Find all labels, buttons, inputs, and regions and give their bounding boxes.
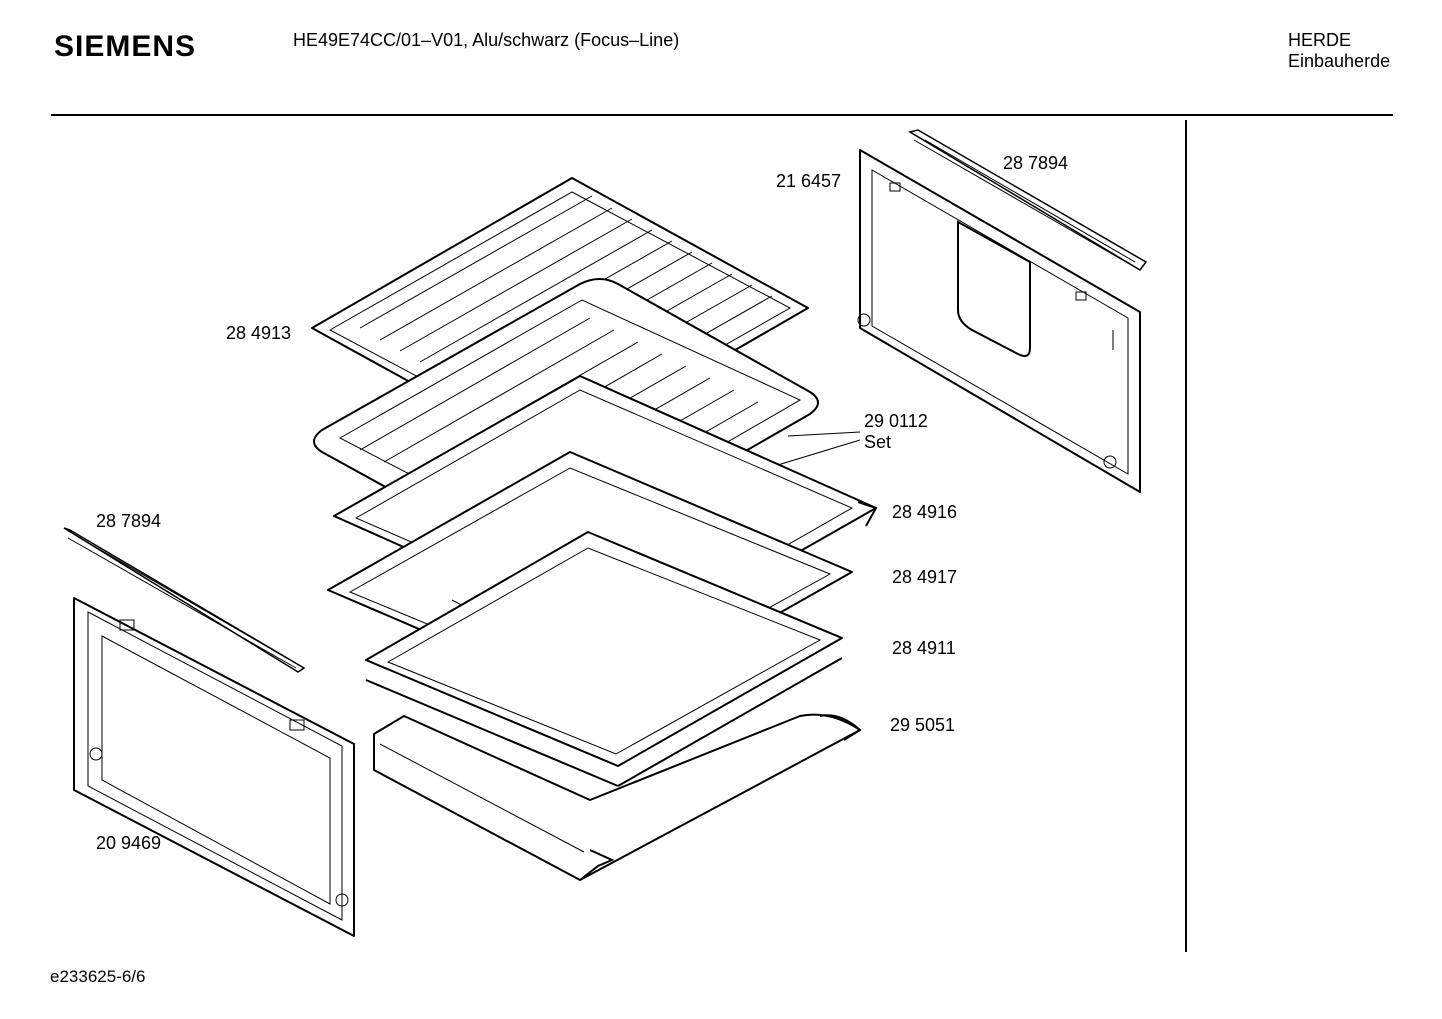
label-287894-right: 28 7894: [1003, 153, 1068, 173]
frame-284911-drawing: [365, 531, 843, 787]
category-block: HERDE Einbauherde: [1288, 30, 1390, 72]
label-209469: 20 9469: [96, 833, 161, 853]
bottom-tray-drawing: [373, 713, 862, 881]
label-287894-left: 28 7894: [96, 511, 161, 531]
label-284917: 28 4917: [892, 567, 957, 587]
top-rail-left-drawing: [63, 527, 306, 673]
label-216457: 21 6457: [776, 171, 841, 191]
top-rail-right-drawing: [908, 129, 1148, 271]
category-sub: Einbauherde: [1288, 51, 1391, 71]
label-290112: 29 0112: [864, 411, 928, 431]
label-290112-set: Set: [864, 432, 891, 452]
label-284916: 28 4916: [892, 502, 957, 522]
back-panel-drawing: [857, 149, 1141, 493]
label-295051: 29 5051: [890, 715, 955, 735]
side-divider: [1185, 120, 1187, 952]
leader-290112-a: [787, 431, 861, 437]
label-284911: 28 4911: [892, 638, 956, 658]
label-284913: 28 4913: [226, 323, 291, 343]
model-title: HE49E74CC/01–V01, Alu/schwarz (Focus–Lin…: [293, 30, 680, 50]
category-main: HERDE: [1288, 30, 1352, 50]
brand-logo: SIEMENS: [54, 30, 197, 63]
document-id: e233625-6/6: [50, 967, 146, 986]
side-panel-drawing: [73, 597, 355, 937]
header-divider: [51, 114, 1393, 116]
